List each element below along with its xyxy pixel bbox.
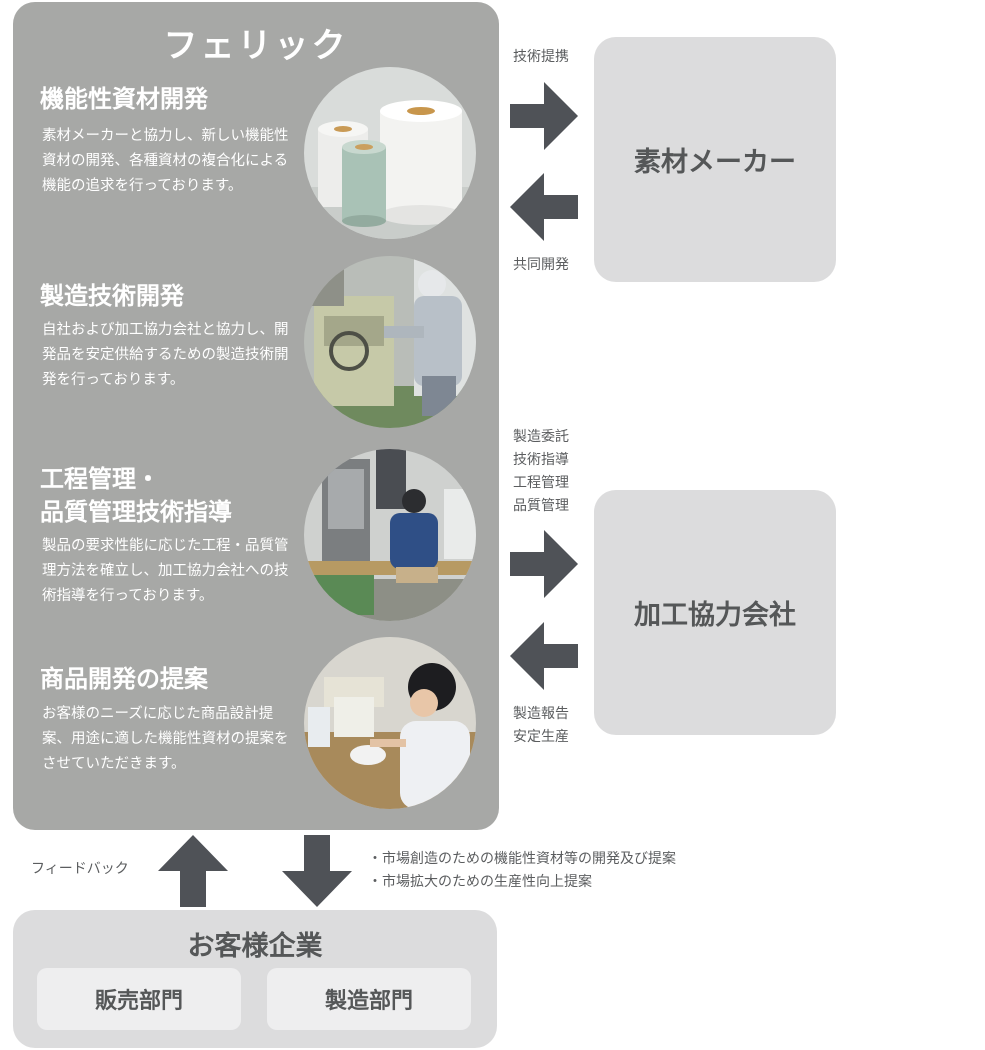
arrow-up-icon: [158, 835, 228, 907]
section-desc-manufacturing-tech: 自社および加工協力会社と協力し、開発品を安定供給するための製造技術開発を行ってお…: [42, 318, 294, 393]
section-desc-qc: 製品の要求性能に応じた工程・品質管理方法を確立し、加工協力会社への技術指導を行っ…: [42, 534, 294, 609]
label-feedback: フィードバック: [31, 858, 129, 881]
material-maker-box: 素材メーカー: [594, 37, 836, 282]
section-title-qc-line2: 品質管理技術指導: [40, 495, 232, 529]
arrow-down-icon: [282, 835, 352, 907]
partner-company-box: 加工協力会社: [594, 490, 836, 735]
product-development-photo: [304, 637, 476, 809]
arrow-right-icon: [510, 82, 580, 150]
company-title: フェリック: [13, 18, 499, 67]
manufacturing-department: 製造部門: [267, 968, 471, 1030]
section-title-manufacturing-tech: 製造技術開発: [40, 279, 184, 313]
customer-title: お客様企業: [13, 924, 497, 963]
label-process-control: 工程管理: [513, 472, 569, 495]
section-desc-product-proposal: お客様のニーズに応じた商品設計提案、用途に適した機能性資材の提案をさせていただき…: [42, 702, 294, 777]
sales-department: 販売部門: [37, 968, 241, 1030]
section-title-product-proposal: 商品開発の提案: [40, 662, 208, 696]
section-desc-functional-materials: 素材メーカーと協力し、新しい機能性資材の開発、各種資材の複合化による機能の追求を…: [42, 124, 294, 199]
label-outsourcing: 製造委託: [513, 426, 569, 449]
label-stable-production: 安定生産: [513, 726, 569, 749]
proposal-item-productivity: ・市場拡大のための生産性向上提案: [368, 871, 592, 894]
section-title-functional-materials: 機能性資材開発: [40, 82, 208, 116]
arrow-right-icon: [510, 530, 580, 598]
proposal-item-market-creation: ・市場創造のための機能性資材等の開発及び提案: [368, 848, 676, 871]
label-production-report: 製造報告: [513, 703, 569, 726]
arrow-left-icon: [510, 622, 580, 690]
section-title-qc-line1: 工程管理・: [40, 462, 160, 496]
label-tech-partnership: 技術提携: [513, 46, 569, 69]
label-joint-development: 共同開発: [513, 254, 569, 277]
lab-inspection-photo: [304, 449, 476, 621]
label-tech-guidance: 技術指導: [513, 449, 569, 472]
label-quality-control: 品質管理: [513, 495, 569, 518]
material-rolls-photo: [304, 67, 476, 239]
factory-worker-photo: [304, 256, 476, 428]
arrow-left-icon: [510, 173, 580, 241]
